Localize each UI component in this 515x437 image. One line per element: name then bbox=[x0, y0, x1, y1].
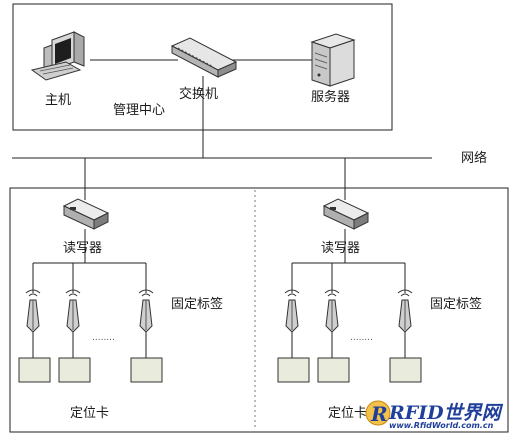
tag-ellipsis-right: ........ bbox=[350, 333, 373, 343]
positioning-card bbox=[317, 357, 350, 383]
server-label: 服务器 bbox=[311, 90, 351, 105]
positioning-card bbox=[58, 357, 91, 383]
svg-text:R: R bbox=[370, 402, 388, 426]
fixed-tag-icon bbox=[397, 289, 413, 333]
fixed-tag-icon bbox=[65, 289, 81, 333]
reader-left-icon bbox=[62, 198, 110, 230]
watermark-brand: RFID世界网 bbox=[389, 402, 501, 424]
positioning-card-left-label: 定位卡 bbox=[70, 406, 110, 421]
rfidworld-watermark: R RFID世界网 www.RfidWorld.com.cn bbox=[365, 396, 513, 436]
switch-label: 交换机 bbox=[179, 87, 219, 102]
fixed-tag-icon bbox=[138, 289, 154, 333]
watermark-url: www.RfidWorld.com.cn bbox=[389, 421, 494, 430]
fixed-tag-right-label: 固定标签 bbox=[430, 297, 483, 312]
reader-left-label: 读写器 bbox=[63, 241, 103, 256]
management-center-label: 管理中心 bbox=[113, 103, 166, 118]
positioning-card bbox=[277, 357, 310, 383]
fixed-tag-icon bbox=[25, 289, 41, 333]
tag-ellipsis-left: ........ bbox=[92, 333, 115, 343]
rfid-logo-icon: R bbox=[365, 400, 391, 426]
fixed-tag-icon bbox=[284, 289, 300, 333]
fixed-tag-left-label: 固定标签 bbox=[171, 297, 224, 312]
network-label: 网络 bbox=[461, 151, 488, 166]
host-computer-icon bbox=[30, 31, 85, 81]
positioning-card-right-label: 定位卡 bbox=[328, 406, 368, 421]
server-icon bbox=[310, 33, 356, 87]
positioning-card bbox=[389, 357, 422, 383]
reader-area-box bbox=[9, 187, 509, 433]
fixed-tag-icon bbox=[324, 289, 340, 333]
switch-icon bbox=[170, 37, 238, 78]
host-label: 主机 bbox=[45, 93, 72, 108]
positioning-card bbox=[18, 357, 51, 383]
reader-right-icon bbox=[322, 198, 370, 230]
positioning-card bbox=[130, 357, 163, 383]
reader-right-label: 读写器 bbox=[321, 241, 361, 256]
